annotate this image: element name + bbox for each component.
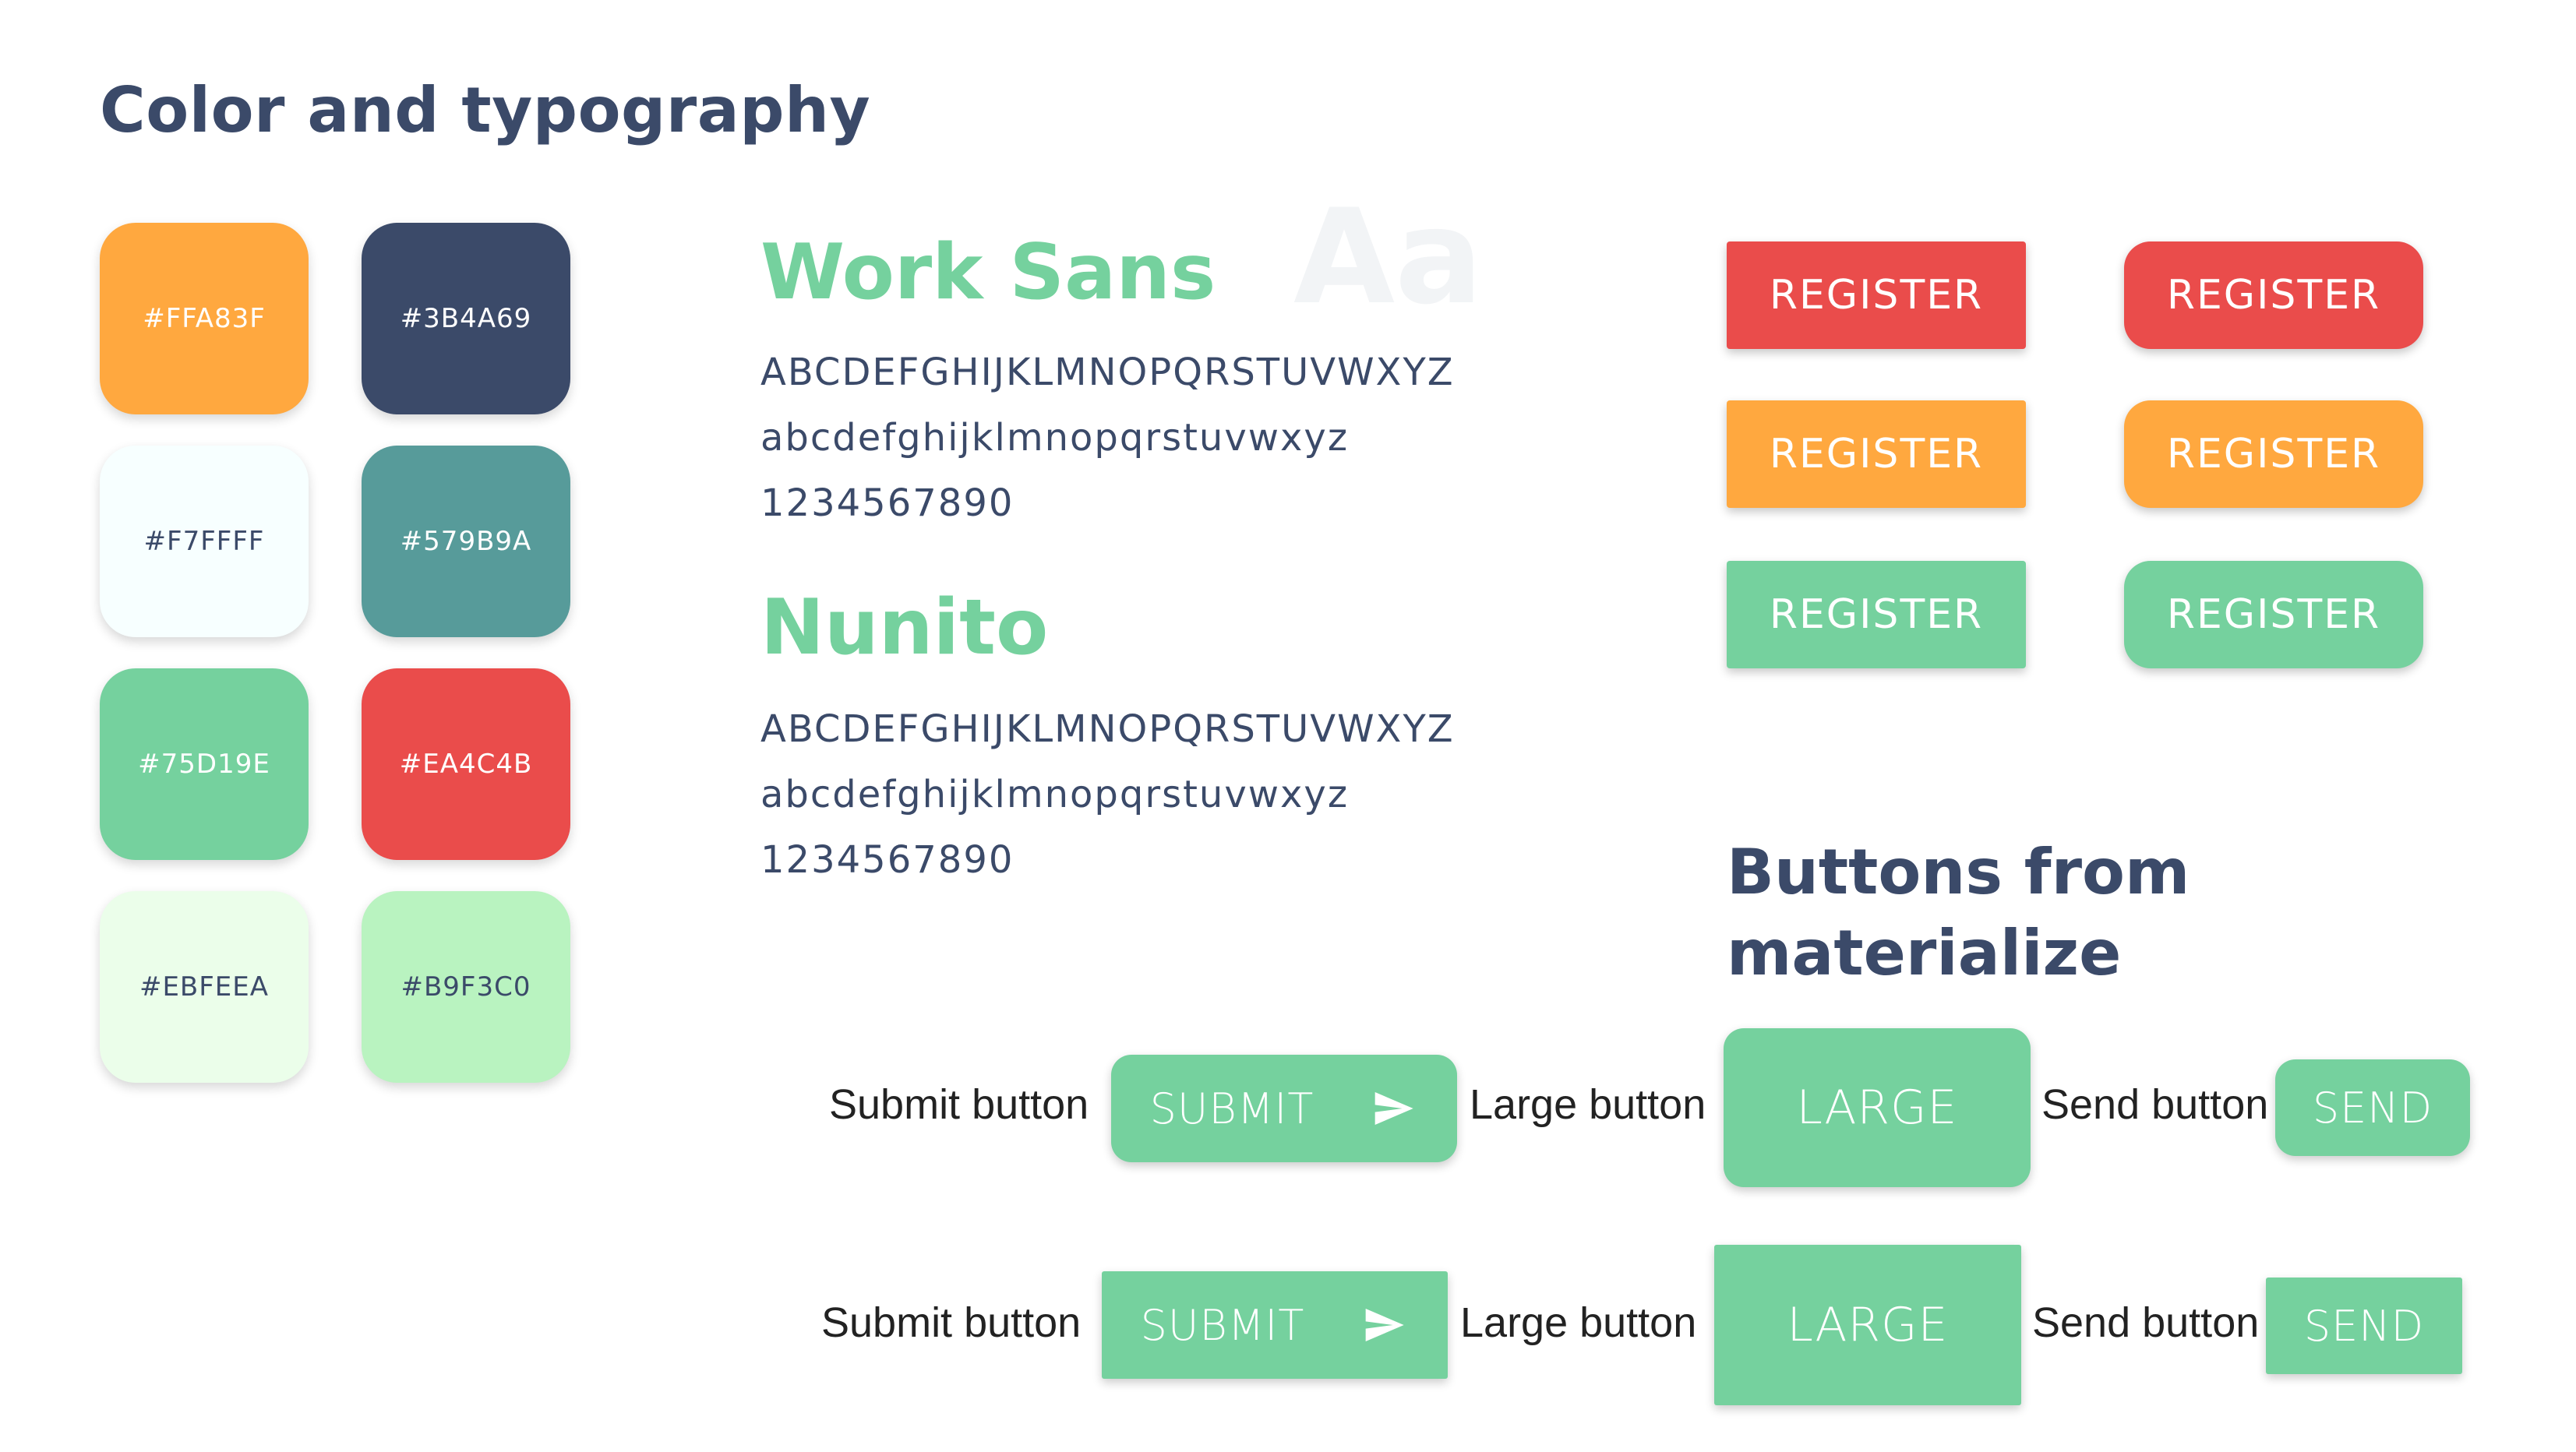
register-button-green-round[interactable]: REGISTER (2124, 561, 2423, 668)
register-button-red-square[interactable]: REGISTER (1727, 241, 2026, 349)
swatch-navy: #3B4A69 (362, 223, 570, 414)
swatch-label: #3B4A69 (400, 303, 532, 334)
swatch-label: #FFA83F (143, 303, 266, 334)
send-button-rounded[interactable]: SEND (2275, 1059, 2470, 1156)
send-button-square[interactable]: SEND (2266, 1278, 2462, 1374)
submit-button-text: SUBMIT (1149, 1084, 1314, 1133)
section-title-line-1: Buttons from (1727, 836, 2190, 908)
send-button-label: Send button (2032, 1299, 2260, 1346)
font-sample-glyph: Aa (1293, 181, 1484, 333)
large-button-label: Large button (1470, 1081, 1706, 1128)
swatch-light-green: #B9F3C0 (362, 891, 570, 1083)
section-title-line-2: materialize (1727, 917, 2122, 989)
submit-button-text: SUBMIT (1140, 1300, 1305, 1350)
large-button-square[interactable]: LARGE (1714, 1245, 2021, 1405)
swatch-teal: #579B9A (362, 446, 570, 637)
send-icon (1374, 1092, 1413, 1125)
nunito-lowercase: abcdefghijklmnopqrstuvwxyz (760, 773, 1350, 816)
large-button-label: Large button (1460, 1299, 1697, 1346)
swatch-green: #75D19E (100, 668, 309, 860)
submit-button-square[interactable]: SUBMIT (1102, 1271, 1448, 1379)
nunito-uppercase: ABCDEFGHIJKLMNOPQRSTUVWXYZ (760, 707, 1455, 751)
submit-button-rounded[interactable]: SUBMIT (1111, 1055, 1457, 1162)
swatch-ice: #F7FFFF (100, 446, 309, 637)
register-button-red-round[interactable]: REGISTER (2124, 241, 2423, 349)
large-button-rounded[interactable]: LARGE (1724, 1028, 2031, 1187)
materialize-section-title: Buttons from materialize (1727, 832, 2190, 994)
swatch-label: #EA4C4B (399, 749, 533, 780)
page-title: Color and typography (100, 74, 871, 146)
swatch-label: #F7FFFF (143, 526, 265, 557)
swatch-label: #EBFEEA (139, 971, 270, 1003)
register-button-green-square[interactable]: REGISTER (1727, 561, 2026, 668)
swatch-mint: #EBFEEA (100, 891, 309, 1083)
nunito-digits: 1234567890 (760, 838, 1015, 882)
swatch-label: #579B9A (400, 526, 532, 557)
font-name-work-sans: Work Sans (760, 228, 1216, 317)
send-icon (1365, 1309, 1404, 1341)
work-sans-digits: 1234567890 (760, 481, 1015, 525)
send-button-label: Send button (2041, 1081, 2269, 1128)
work-sans-lowercase: abcdefghijklmnopqrstuvwxyz (760, 416, 1350, 460)
submit-button-label: Submit button (821, 1299, 1082, 1346)
swatch-red: #EA4C4B (362, 668, 570, 860)
register-button-orange-round[interactable]: REGISTER (2124, 400, 2423, 508)
swatch-label: #B9F3C0 (401, 971, 531, 1003)
font-name-nunito: Nunito (760, 583, 1049, 672)
register-button-orange-square[interactable]: REGISTER (1727, 400, 2026, 508)
swatch-label: #75D19E (138, 749, 270, 780)
swatch-orange: #FFA83F (100, 223, 309, 414)
submit-button-label: Submit button (829, 1081, 1089, 1128)
work-sans-uppercase: ABCDEFGHIJKLMNOPQRSTUVWXYZ (760, 351, 1455, 394)
